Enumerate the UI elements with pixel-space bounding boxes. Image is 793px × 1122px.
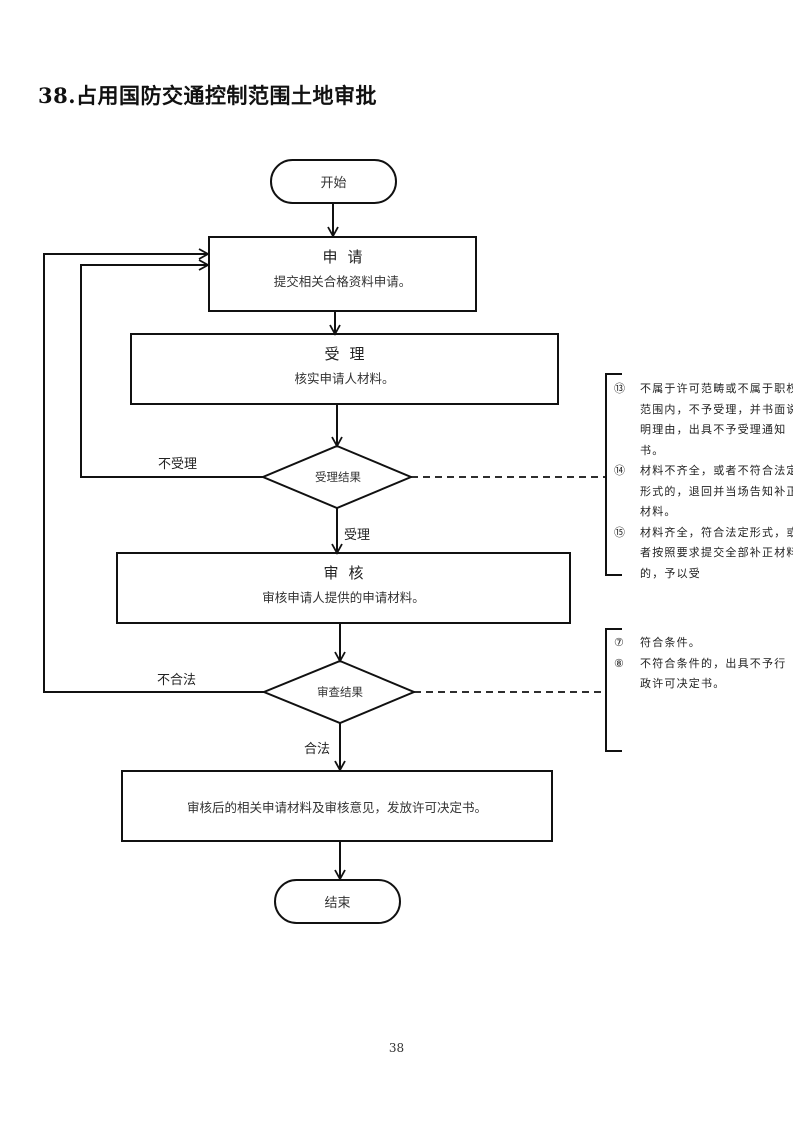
- accept-heading: 受理: [324, 345, 375, 363]
- illegal-label: 不合法: [157, 673, 197, 688]
- arrow-reject-loop: [80, 259, 263, 478]
- accepted-label: 受理: [344, 528, 371, 543]
- note-number: ⑭: [614, 464, 625, 477]
- start-label: 开始: [320, 176, 347, 191]
- note-text: 符合条件。: [640, 636, 701, 649]
- note-text: 不属于许可范畴或不属于职权范围内，不予受理，并书面说明理由，出具不予受理通知书。: [640, 382, 793, 457]
- accept-description: 核实申请人材料。: [294, 371, 395, 386]
- end-terminal: 结束: [274, 879, 401, 924]
- apply-description: 提交相关合格资料申请。: [273, 274, 412, 289]
- note-item: ⑮ 材料齐全，符合法定形式，或者按照要求提交全部补正材料的，予以受: [614, 523, 793, 585]
- issue-box: 审核后的相关申请材料及审核意见，发放许可决定书。: [121, 770, 553, 842]
- arrow-illegal-loop: [43, 248, 264, 693]
- legal-label: 合法: [304, 742, 331, 757]
- note-item: ⑭ 材料不齐全，或者不符合法定形式的，退回并当场告知补正材料。: [614, 461, 793, 523]
- apply-heading: 申请: [322, 248, 373, 266]
- note-text: 材料齐全，符合法定形式，或者按照要求提交全部补正材料的，予以受: [640, 525, 793, 580]
- bracket-accept-notes: [605, 373, 622, 576]
- start-terminal: 开始: [270, 159, 397, 204]
- note-text: 不符合条件的，出具不予行政许可决定书。: [640, 656, 787, 691]
- review-notes: ⑦ 符合条件。 ⑧ 不符合条件的，出具不予行政许可决定书。: [614, 633, 793, 695]
- review-decision-label: 审查结果: [317, 685, 363, 699]
- review-heading: 审核: [323, 564, 374, 582]
- note-item: ⑦ 符合条件。: [614, 633, 793, 654]
- note-number: ⑬: [614, 382, 625, 395]
- issue-description: 审核后的相关申请材料及审核意见，发放许可决定书。: [186, 799, 487, 815]
- note-text: 材料不齐全，或者不符合法定形式的，退回并当场告知补正材料。: [640, 464, 793, 518]
- apply-box: 申请 提交相关合格资料申请。: [208, 236, 477, 312]
- review-description: 审核申请人提供的申请材料。: [262, 590, 425, 605]
- review-box: 审核 审核申请人提供的申请材料。: [116, 552, 571, 624]
- bracket-review-notes: [605, 628, 622, 752]
- note-number: ⑦: [614, 636, 624, 649]
- end-label: 结束: [324, 896, 351, 911]
- page-number: 38: [388, 1041, 405, 1055]
- accept-notes: ⑬ 不属于许可范畴或不属于职权范围内，不予受理，并书面说明理由，出具不予受理通知…: [614, 379, 793, 584]
- accept-decision-label: 受理结果: [315, 470, 361, 484]
- note-item: ⑬ 不属于许可范畴或不属于职权范围内，不予受理，并书面说明理由，出具不予受理通知…: [614, 379, 793, 461]
- page-title: 38.占用国防交通控制范围土地审批: [38, 83, 378, 108]
- note-number: ⑮: [614, 525, 625, 539]
- accept-box: 受理 核实申请人材料。: [130, 333, 559, 405]
- reject-label: 不受理: [158, 457, 198, 472]
- note-item: ⑧ 不符合条件的，出具不予行政许可决定书。: [614, 654, 793, 695]
- note-number: ⑧: [614, 656, 624, 670]
